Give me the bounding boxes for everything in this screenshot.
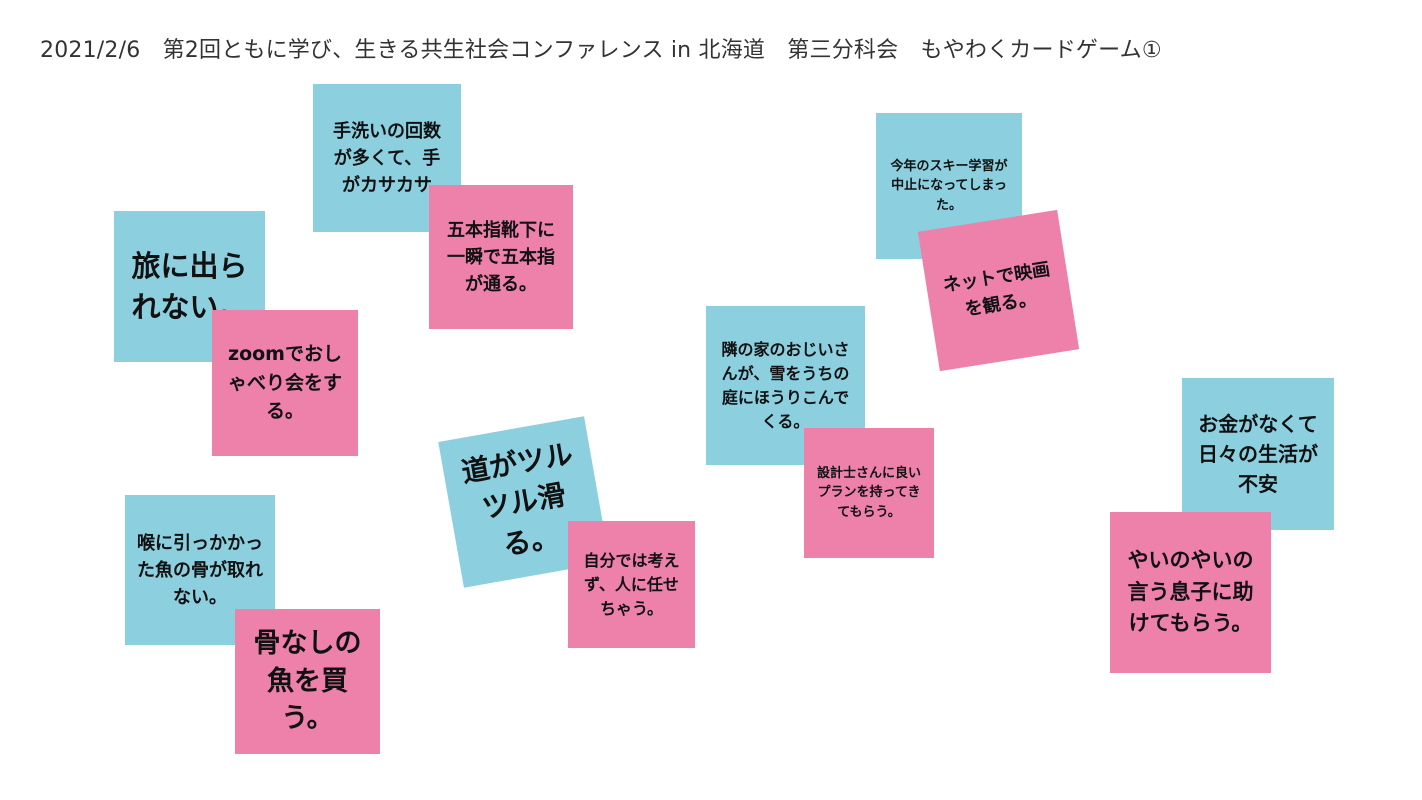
sticky-note-text: お金がなくて日々の生活が不安 — [1198, 412, 1318, 496]
sticky-note-architect-plan[interactable]: 設計士さんに良いプランを持ってきてもらう。 — [804, 428, 934, 558]
sticky-note-hand-washing[interactable]: 手洗いの回数が多くて、手がカサカサ — [313, 84, 461, 232]
sticky-note-text: やいのやいの言う息子に助けてもらう。 — [1127, 548, 1254, 636]
sticky-note-cannot-travel[interactable]: 旅に出られない。 — [114, 211, 265, 362]
sticky-note-neighbor-snow[interactable]: 隣の家のおじいさんが、雪をうちの庭にほうりこんでくる。 — [706, 306, 865, 465]
sticky-note-text: ネットで映画を観る。 — [941, 258, 1052, 320]
sticky-note-text: 五本指靴下に一瞬で五本指が通る。 — [447, 219, 555, 295]
sticky-note-watch-movie-online[interactable]: ネットで映画を観る。 — [917, 209, 1080, 372]
sticky-note-text: 手洗いの回数が多くて、手がカサカサ — [333, 120, 441, 196]
sticky-note-son-help[interactable]: やいのやいの言う息子に助けてもらう。 — [1110, 512, 1271, 673]
sticky-note-text: 設計士さんに良いプランを持ってきてもらう。 — [816, 465, 921, 520]
sticky-note-text: 今年のスキー学習が中止になってしまった。 — [890, 158, 1008, 213]
sticky-note-text: zoomでおしゃべり会をする。 — [227, 343, 342, 423]
board-title: 2021/2/6 第2回ともに学び、生きる共生社会コンファレンス in 北海道 … — [40, 38, 1162, 63]
sticky-note-leave-to-others[interactable]: 自分では考えず、人に任せちゃう。 — [568, 521, 695, 648]
sticky-note-text: 自分では考えず、人に任せちゃう。 — [583, 550, 680, 618]
sticky-note-fish-bone-stuck[interactable]: 喉に引っかかった魚の骨が取れない。 — [125, 495, 275, 645]
sticky-note-money-worry[interactable]: お金がなくて日々の生活が不安 — [1182, 378, 1334, 530]
sticky-note-text: 骨なしの魚を買う。 — [253, 627, 362, 735]
sticky-note-text: 旅に出られない。 — [131, 248, 248, 324]
sticky-note-text: 喉に引っかかった魚の骨が取れない。 — [137, 532, 263, 608]
sticky-note-boneless-fish[interactable]: 骨なしの魚を買う。 — [235, 609, 380, 754]
sticky-note-zoom-chat[interactable]: zoomでおしゃべり会をする。 — [212, 310, 358, 456]
sticky-note-text: 隣の家のおじいさんが、雪をうちの庭にほうりこんでくる。 — [721, 339, 850, 431]
sticky-note-five-toe-socks[interactable]: 五本指靴下に一瞬で五本指が通る。 — [429, 185, 573, 329]
